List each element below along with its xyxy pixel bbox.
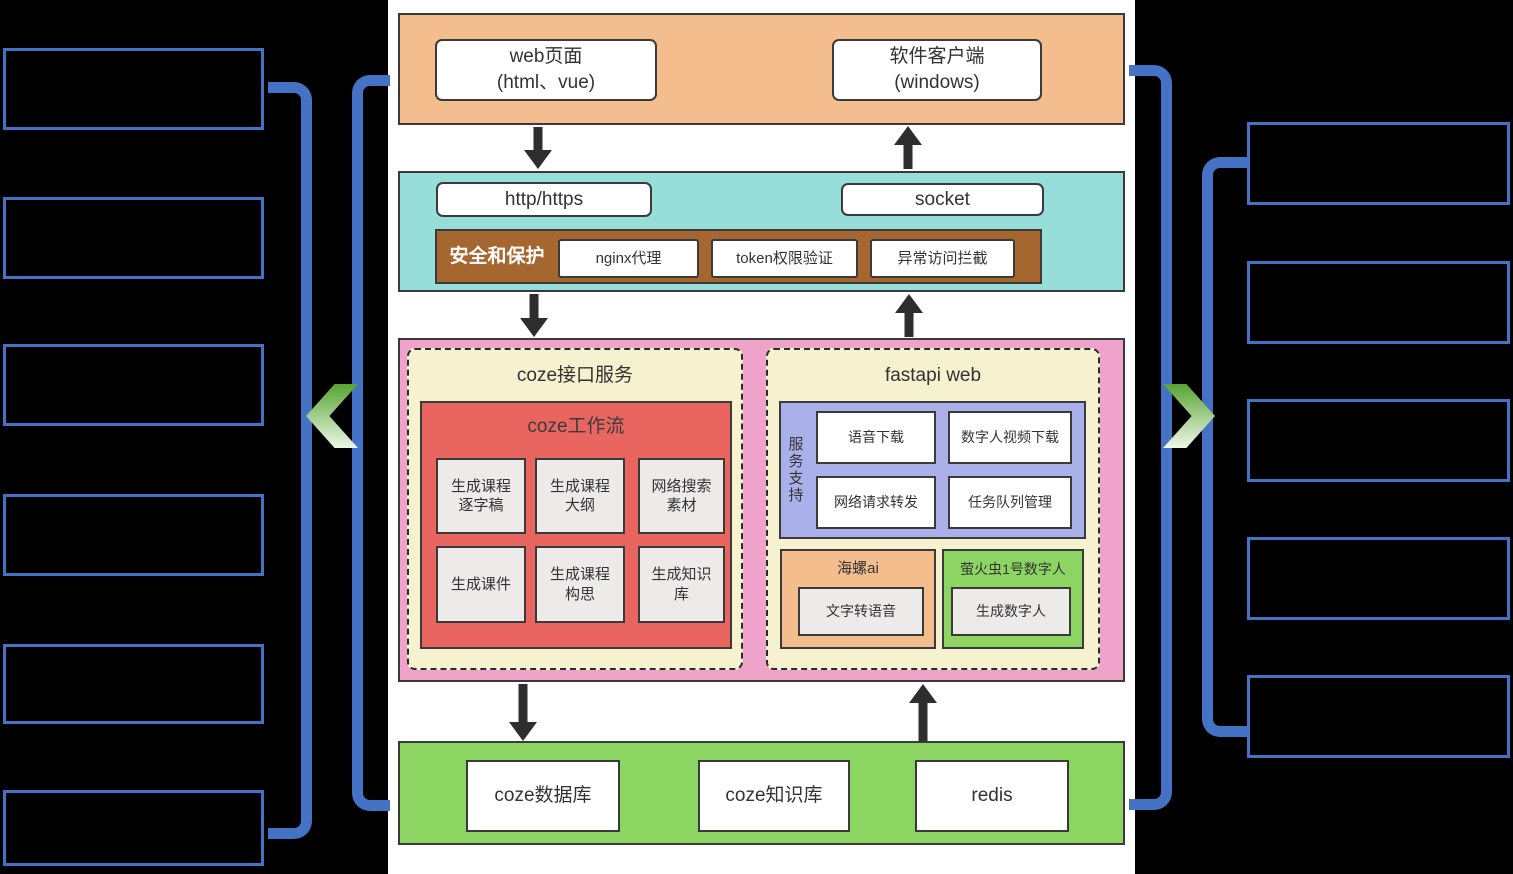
fastapi-section: fastapi web 服务支持 语音下载 数字人视频下载 网络请求转发 任务队…: [766, 348, 1100, 670]
arrow-down-transport-to-service: [520, 294, 548, 337]
workflow-item-knowledge: 生成知识库: [638, 546, 725, 623]
security-bar: 安全和保护 nginx代理 token权限验证 异常访问拦截: [435, 229, 1042, 284]
nginx-proxy-node: nginx代理: [558, 239, 699, 278]
coze-api-section: coze接口服务 coze工作流 生成课程逐字稿 生成课程大纲 网络搜索素材 生…: [407, 348, 743, 670]
arrow-down-client-to-transport: [524, 127, 552, 169]
coze-knowledge-node: coze知识库: [698, 760, 850, 832]
support-item-avatar-video-download: 数字人视频下载: [948, 411, 1072, 464]
firefly-avatar-title: 萤火虫1号数字人: [960, 561, 1066, 577]
right-redacted-box-1: [1247, 122, 1510, 205]
coze-workflow-box: coze工作流 生成课程逐字稿 生成课程大纲 网络搜索素材 生成课件 生成课程构…: [420, 401, 732, 649]
token-auth-node: token权限验证: [711, 239, 858, 278]
hailuo-ai-box: 海螺ai 文字转语音: [780, 549, 936, 649]
right-redacted-box-3: [1247, 399, 1510, 482]
data-layer: coze数据库 coze知识库 redis: [398, 741, 1125, 845]
socket-node: socket: [841, 183, 1044, 216]
service-support-label: 服务支持: [786, 436, 804, 504]
coze-api-section-title: coze接口服务: [516, 365, 634, 386]
arrow-up-data-to-service: [909, 684, 937, 741]
right-inner-bracket-connector: [1129, 65, 1172, 810]
workflow-item-script: 生成课程逐字稿: [436, 458, 526, 534]
left-redacted-box-3: [3, 344, 264, 426]
right-redacted-box-2: [1247, 261, 1510, 344]
left-redacted-box-2: [3, 197, 264, 279]
workflow-item-courseware: 生成课件: [436, 546, 526, 623]
left-redacted-box-5: [3, 644, 264, 724]
redis-node: redis: [915, 760, 1069, 832]
abnormal-access-block-node: 异常访问拦截: [870, 239, 1015, 278]
transport-layer: http/https socket 安全和保护 nginx代理 token权限验…: [398, 171, 1125, 292]
support-item-request-forwarding: 网络请求转发: [816, 476, 936, 529]
fastapi-section-title: fastapi web: [884, 365, 982, 386]
left-redacted-box-6: [3, 790, 264, 866]
hailuo-ai-title: 海螺ai: [837, 560, 879, 577]
http-node: http/https: [436, 182, 652, 217]
client-layer: web页面 (html、vue) 软件客户端 (windows): [398, 13, 1125, 125]
left-redacted-box-4: [3, 494, 264, 576]
service-layer: coze接口服务 coze工作流 生成课程逐字稿 生成课程大纲 网络搜索素材 生…: [398, 338, 1125, 682]
software-client-node: 软件客户端 (windows): [832, 39, 1042, 101]
arrow-down-service-to-data: [509, 684, 537, 741]
generate-avatar-node: 生成数字人: [951, 587, 1071, 636]
support-item-task-queue: 任务队列管理: [948, 476, 1072, 529]
service-support-box: 服务支持 语音下载 数字人视频下载 网络请求转发 任务队列管理: [779, 401, 1086, 539]
web-page-node: web页面 (html、vue): [435, 39, 657, 101]
workflow-item-web-search: 网络搜索素材: [638, 458, 725, 534]
arrow-up-transport-to-client: [894, 126, 922, 169]
coze-database-node: coze数据库: [466, 760, 620, 832]
left-redacted-box-1: [3, 48, 264, 130]
left-outer-bracket-connector: [268, 82, 312, 839]
left-inner-bracket-connector: [352, 75, 390, 811]
coze-workflow-title: coze工作流: [527, 416, 625, 437]
workflow-item-concept: 生成课程构思: [535, 546, 625, 623]
arrow-up-service-to-transport: [895, 294, 923, 337]
security-bar-title: 安全和保护: [449, 245, 545, 267]
right-redacted-box-4: [1247, 537, 1510, 620]
text-to-speech-node: 文字转语音: [798, 587, 924, 636]
support-item-audio-download: 语音下载: [816, 411, 936, 464]
right-outer-bracket-connector: [1202, 157, 1247, 737]
right-redacted-box-5: [1247, 675, 1510, 758]
firefly-avatar-box: 萤火虫1号数字人 生成数字人: [942, 549, 1084, 649]
workflow-item-outline: 生成课程大纲: [535, 458, 625, 534]
chevron-left-icon: [306, 384, 358, 448]
